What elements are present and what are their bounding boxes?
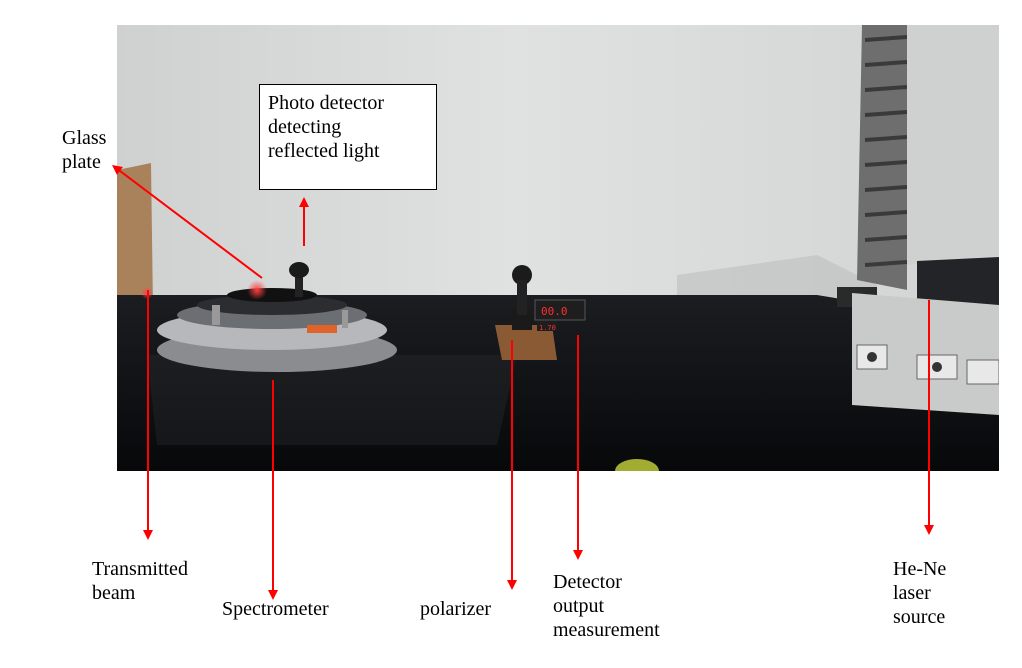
label-detector-output: Detector output measurement [553, 571, 660, 641]
meter-reading-small: 1.70 [539, 324, 556, 332]
window [857, 25, 999, 290]
polarizer [495, 265, 557, 360]
spectrometer [157, 288, 397, 372]
lab-setup-photo: 00.0 1.70 [117, 25, 999, 471]
label-polarizer: polarizer [420, 598, 492, 620]
label-glass-plate: Glass plate [62, 127, 107, 173]
photo-detector [247, 262, 309, 300]
label-laser-source: He-Ne laser source [893, 558, 947, 628]
detector-meter: 00.0 1.70 [534, 299, 586, 332]
label-spectrometer: Spectrometer [222, 598, 329, 620]
label-transmitted-beam: Transmitted beam [92, 558, 188, 604]
meter-reading: 00.0 [541, 305, 568, 318]
transmitted-spot [141, 287, 153, 299]
label-photo-detector: Photo detector detecting reflected light [259, 84, 437, 190]
laser-source [837, 257, 999, 415]
